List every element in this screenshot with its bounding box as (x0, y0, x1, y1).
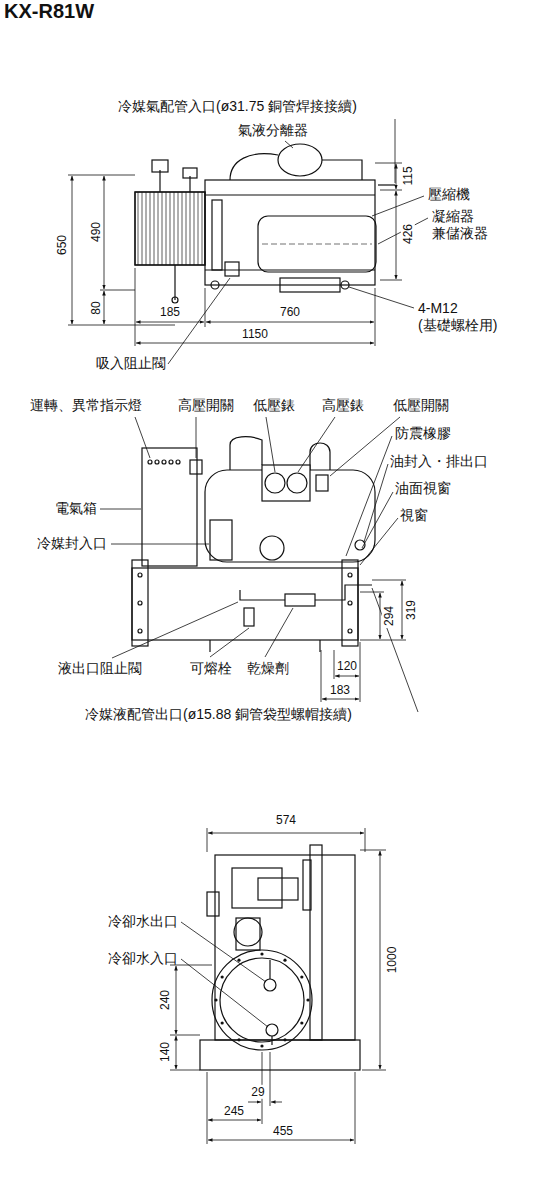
part-label: 冷媒氣配管入口(ø31.75 銅管焊接接續) (118, 98, 357, 115)
bolt (260, 952, 263, 955)
part-label: 油面視窗 (395, 480, 451, 497)
bolt (283, 959, 286, 962)
dimension-lines (321, 580, 406, 702)
top-view (135, 144, 395, 303)
bolt (283, 1038, 286, 1041)
bolt (221, 975, 224, 978)
bolt (237, 959, 240, 962)
part-label: 壓縮機 (428, 186, 470, 203)
leader-lines (168, 119, 428, 364)
dimension: 319 (404, 598, 418, 622)
side-view (200, 845, 360, 1070)
part-label: 液出口阻止閥 (58, 660, 142, 677)
dimension: 574 (274, 813, 298, 827)
part-label: 可熔栓 (190, 660, 232, 677)
bolt (214, 998, 217, 1001)
dimension: 455 (271, 1124, 295, 1138)
leader-lines (100, 417, 418, 712)
part-label: 乾燥劑 (247, 660, 289, 677)
dimension: 183 (328, 683, 352, 697)
dimension: 120 (335, 659, 359, 673)
leader-lines (181, 922, 268, 1027)
bolt (260, 1044, 263, 1047)
dimension: 80 (89, 299, 103, 316)
bolt (306, 998, 309, 1001)
dimension: 1150 (240, 327, 270, 341)
bolt (237, 1038, 240, 1041)
bolt (300, 975, 303, 978)
part-label: 4-M12 (基礎螺栓用) (418, 300, 497, 334)
dimension: 245 (222, 1104, 246, 1118)
bolt (300, 1021, 303, 1024)
dimension: 185 (158, 305, 182, 319)
dimension: 29 (249, 1085, 266, 1099)
part-label: 油封入・排出口 (390, 453, 488, 470)
part-label: 冷媒液配管出口(ø15.88 銅管袋型螺帽接續) (85, 706, 352, 723)
part-label: 運轉、異常指示燈 (30, 397, 142, 414)
part-label: 視窗 (400, 507, 428, 524)
part-label: 凝縮器 兼儲液器 (432, 208, 488, 242)
part-label: 冷媒封入口 (37, 535, 107, 552)
part-label: 低壓錶 (253, 397, 295, 414)
dimension: 294 (382, 604, 396, 628)
dimension-lines (170, 828, 386, 1144)
part-label: 低壓開關 (393, 397, 449, 414)
dimension-lines (68, 163, 402, 346)
dimension: 140 (158, 1040, 172, 1064)
part-label: 氣液分離器 (238, 122, 308, 139)
part-label: 冷卻水入口 (108, 950, 178, 967)
dimension: 426 (401, 222, 415, 246)
part-label: 冷卻水出口 (108, 913, 178, 930)
model-title: KX-R81W (4, 0, 94, 23)
dimension: 760 (278, 305, 302, 319)
part-label: 防震橡膠 (395, 425, 451, 442)
part-label: 吸入阻止閥 (96, 355, 166, 372)
part-label: 電氣箱 (55, 500, 97, 517)
bolt-ring (214, 952, 309, 1047)
part-label: 高壓錶 (322, 397, 364, 414)
bolt (221, 1021, 224, 1024)
dimension: 650 (55, 233, 69, 257)
dimension: 115 (401, 164, 415, 187)
dimension: 240 (158, 988, 172, 1012)
part-label: 高壓開關 (178, 397, 234, 414)
dimension: 1000 (385, 945, 399, 976)
dimension: 490 (89, 220, 103, 244)
